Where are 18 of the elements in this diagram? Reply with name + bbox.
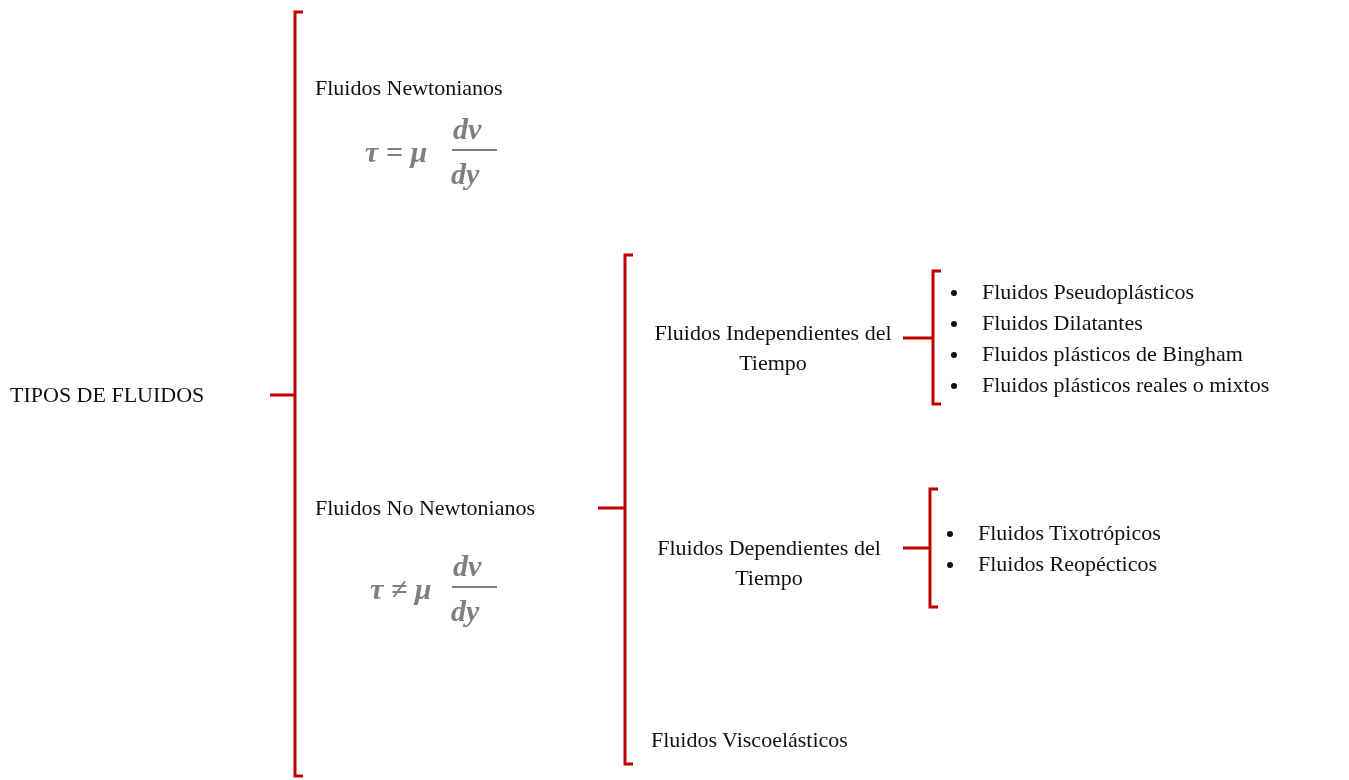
list-item: Fluidos Pseudoplásticos	[982, 278, 1195, 306]
category-label: Fluidos Newtonianos	[315, 74, 503, 102]
formula-text: τ = μ	[365, 135, 428, 169]
category-label: Fluidos Dependientes del Tiempo	[656, 534, 882, 592]
formula-text: τ ≠ μ	[370, 572, 432, 606]
list-item: Fluidos Reopécticos	[978, 550, 1158, 578]
list-item: Fluidos Tixotrópicos	[978, 519, 1161, 547]
category-label: Fluidos No Newtonianos	[315, 494, 535, 522]
formula-text: dv	[453, 112, 482, 146]
category-label: Fluidos Independientes del Tiempo	[653, 319, 893, 377]
list-item: Fluidos plásticos de Bingham	[982, 340, 1243, 368]
list-item: Fluidos Dilatantes	[982, 309, 1143, 337]
list-item: Fluidos plásticos reales o mixtos	[982, 371, 1270, 399]
category-label: TIPOS DE FLUIDOS	[10, 381, 205, 409]
formula-text: dv	[453, 549, 482, 583]
formula-text: dy	[451, 157, 480, 191]
formula-text: dy	[451, 594, 480, 628]
category-label: Fluidos Viscoelásticos	[651, 726, 848, 754]
